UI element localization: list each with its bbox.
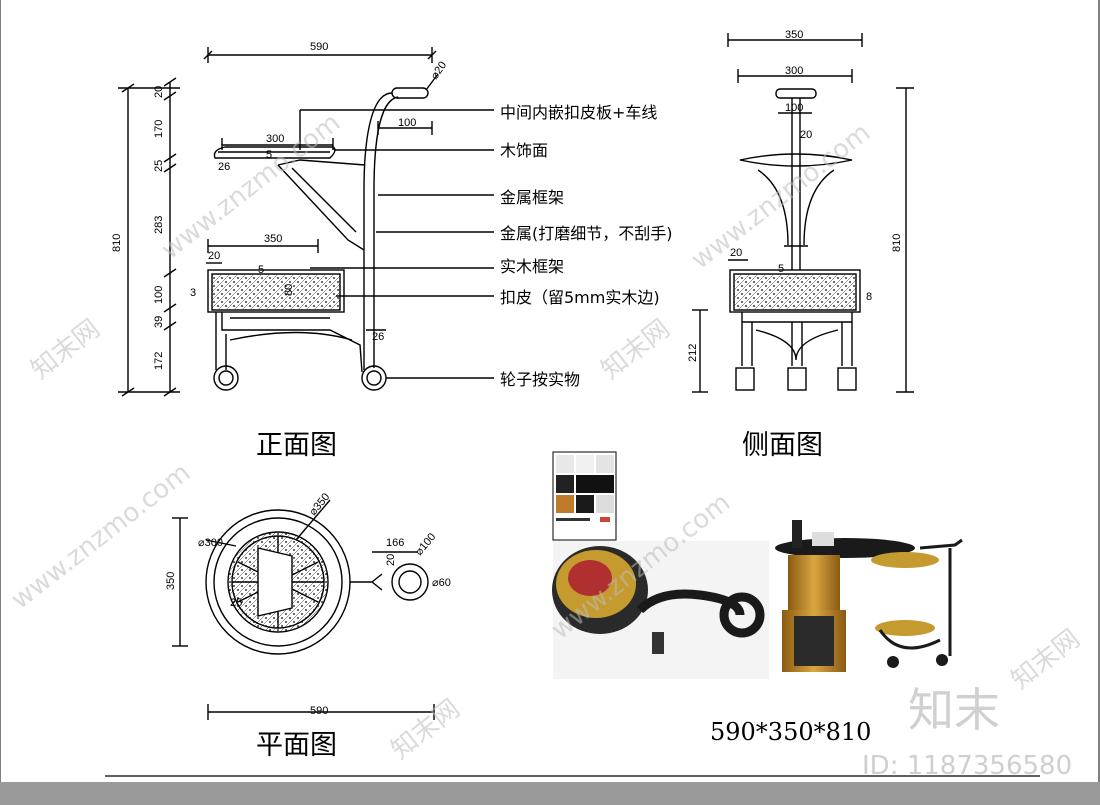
- footer-bar: [0, 782, 1100, 805]
- plan-view-drawing: [172, 499, 435, 720]
- plan-arm-dimension: 166: [386, 537, 404, 549]
- plan-ring-outer: ⌀100: [413, 531, 438, 558]
- side-tray-dimension: 300: [785, 65, 803, 77]
- front-vdim-7: 172: [153, 352, 165, 370]
- side-handle-dimension: 100: [785, 102, 803, 114]
- front-vdim-4: 283: [153, 216, 165, 234]
- plan-inner-diameter: ⌀300: [198, 537, 223, 549]
- front-basket-edge: 5: [258, 264, 264, 276]
- product-detail-photo: [552, 541, 769, 679]
- overall-size-label: 590*350*810: [710, 718, 871, 746]
- callout-metal-polish: 金属(打磨细节，不刮手): [500, 224, 673, 243]
- front-view-drawing: [118, 47, 494, 397]
- callout-solid-wood-frame: 实木框架: [500, 257, 564, 276]
- front-view-title: 正面图: [256, 430, 337, 461]
- front-vdim-1: 20: [153, 86, 165, 98]
- side-width-dimension: 350: [785, 29, 803, 41]
- front-leg-dimension: 26: [372, 331, 384, 343]
- side-total-height: 810: [891, 234, 903, 252]
- callout-leather-wrap: 扣皮（留5mm实木边): [500, 288, 660, 307]
- front-vdim-2: 170: [153, 120, 165, 138]
- watermark-id: ID: 1187356580: [862, 751, 1072, 781]
- plan-view-title: 平面图: [256, 730, 337, 761]
- front-handle-dimension: 100: [398, 117, 416, 129]
- product-photo: [770, 515, 968, 680]
- side-view-title: 侧面图: [742, 430, 823, 461]
- callout-metal-frame: 金属框架: [500, 188, 564, 207]
- watermark-site-2: www.znzmo.com: [686, 118, 876, 276]
- front-vdim-3: 25: [153, 160, 165, 172]
- callout-leather-panel: 中间内嵌扣皮板+车线: [500, 103, 657, 122]
- plan-ring-inner: ⌀60: [432, 577, 451, 589]
- callout-wheels: 轮子按实物: [500, 370, 580, 389]
- front-vdim-5: 100: [153, 286, 165, 304]
- watermark-brand-4: 知末网: [1006, 624, 1086, 696]
- side-basket-edge: 5: [778, 263, 784, 275]
- front-width-dimension: 590: [310, 41, 328, 53]
- watermark-brand-3: 知末网: [386, 694, 466, 766]
- plan-arm-thickness: 20: [385, 554, 397, 566]
- front-basket-dimension: 350: [264, 233, 282, 245]
- plan-rim-dimension: 25: [230, 597, 242, 609]
- front-tray-offset: 26: [218, 161, 230, 173]
- front-tray-thickness: 5: [266, 149, 272, 161]
- front-vdim-6: 39: [153, 316, 165, 328]
- watermark-brand-2: 知末网: [596, 314, 676, 386]
- side-base-height: 212: [687, 344, 699, 362]
- watermark-site-3: www.znzmo.com: [6, 458, 196, 616]
- front-side-dimension: 3: [190, 287, 196, 299]
- callout-wood-veneer: 木饰面: [500, 141, 548, 160]
- side-basket-side: 8: [866, 291, 872, 303]
- side-basket-offset: 20: [730, 247, 742, 259]
- front-tray-dimension: 300: [266, 133, 284, 145]
- plan-width-dimension: 590: [310, 705, 328, 717]
- plan-depth-dimension: 350: [165, 572, 177, 590]
- watermark-brand-1: 知末网: [26, 314, 106, 386]
- watermark-logo: 知末: [908, 683, 1000, 737]
- side-post-dimension: 20: [800, 129, 812, 141]
- front-total-height: 810: [111, 234, 123, 252]
- front-basket-height: 80: [283, 284, 295, 296]
- material-swatch-board: [552, 451, 617, 541]
- front-basket-offset: 20: [208, 250, 220, 262]
- side-view-drawing: [692, 33, 914, 393]
- plan-outer-diameter: ⌀350: [307, 491, 332, 518]
